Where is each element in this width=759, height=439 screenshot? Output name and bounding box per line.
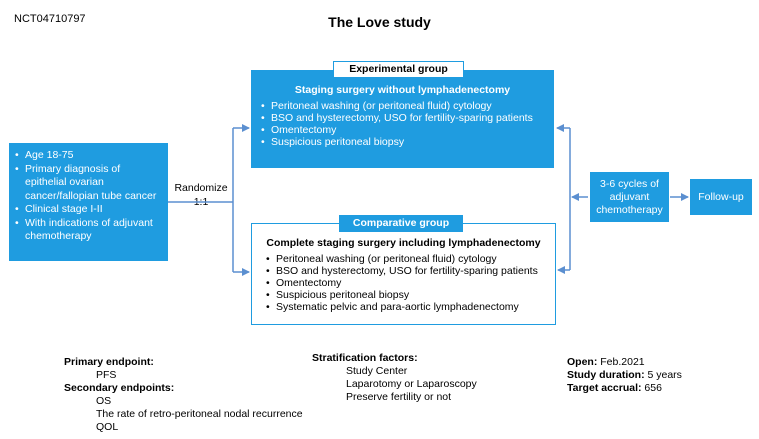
- secondary-endpoints-label: Secondary endpoints:: [64, 382, 175, 394]
- experimental-heading: Staging surgery without lymphadenectomy: [294, 84, 511, 96]
- experimental-group-box: Staging surgery without lymphadenectomy …: [251, 70, 554, 168]
- comparative-item: Suspicious peritoneal biopsy: [262, 289, 555, 301]
- comparative-group-tag: Comparative group: [339, 215, 463, 232]
- open-label: Open:: [567, 356, 598, 368]
- secondary-endpoint: The rate of retro-peritoneal nodal recur…: [96, 408, 303, 420]
- stratification-item: Study Center: [346, 365, 408, 377]
- eligibility-item: Clinical stage I-II: [15, 203, 164, 217]
- primary-endpoint-label: Primary endpoint:: [64, 356, 154, 368]
- eligibility-item: With indications of adjuvant chemotherap…: [15, 217, 164, 244]
- comparative-item: Omentectomy: [262, 277, 555, 289]
- duration-value: 5 years: [647, 369, 682, 381]
- experimental-item: Peritoneal washing (or peritoneal fluid)…: [257, 100, 554, 112]
- adjuvant-chemo-box: 3-6 cycles of adjuvant chemotherapy: [590, 172, 669, 222]
- experimental-item: Omentectomy: [257, 124, 554, 136]
- accrual-row: Target accrual: 656: [567, 382, 682, 395]
- eligibility-box: Age 18-75 Primary diagnosis of epithelia…: [9, 143, 168, 261]
- study-info-block: Open: Feb.2021 Study duration: 5 years T…: [567, 356, 682, 395]
- accrual-value: 656: [644, 382, 662, 394]
- comparative-heading: Complete staging surgery including lymph…: [266, 237, 541, 249]
- stratification-block: Stratification factors: Study Center Lap…: [312, 352, 477, 404]
- accrual-label: Target accrual:: [567, 382, 642, 394]
- experimental-group-tag: Experimental group: [333, 61, 464, 78]
- eligibility-item: Primary diagnosis of epithelial ovarian …: [15, 163, 164, 204]
- stratification-item: Preserve fertility or not: [346, 391, 452, 403]
- primary-endpoint: PFS: [96, 369, 117, 381]
- secondary-endpoint: QOL: [96, 421, 119, 433]
- trial-id: NCT04710797: [14, 13, 86, 25]
- comparative-item: Peritoneal washing (or peritoneal fluid)…: [262, 253, 555, 265]
- comparative-group-box: Complete staging surgery including lymph…: [251, 223, 556, 325]
- endpoints-block: Primary endpoint: PFS Secondary endpoint…: [64, 356, 303, 434]
- comparative-item: Systematic pelvic and para-aortic lympha…: [262, 301, 555, 313]
- eligibility-item: Age 18-75: [15, 149, 164, 163]
- diagram-title: The Love study: [328, 14, 431, 30]
- experimental-item: BSO and hysterectomy, USO for fertility-…: [257, 112, 554, 124]
- secondary-endpoint: OS: [96, 395, 112, 407]
- follow-up-box: Follow-up: [690, 179, 752, 215]
- duration-row: Study duration: 5 years: [567, 369, 682, 382]
- stratification-item: Laparotomy or Laparoscopy: [346, 378, 477, 390]
- comparative-item: BSO and hysterectomy, USO for fertility-…: [262, 265, 555, 277]
- duration-label: Study duration:: [567, 369, 645, 381]
- open-row: Open: Feb.2021: [567, 356, 682, 369]
- open-value: Feb.2021: [600, 356, 645, 368]
- stratification-label: Stratification factors:: [312, 352, 418, 364]
- experimental-item: Suspicious peritoneal biopsy: [257, 136, 554, 148]
